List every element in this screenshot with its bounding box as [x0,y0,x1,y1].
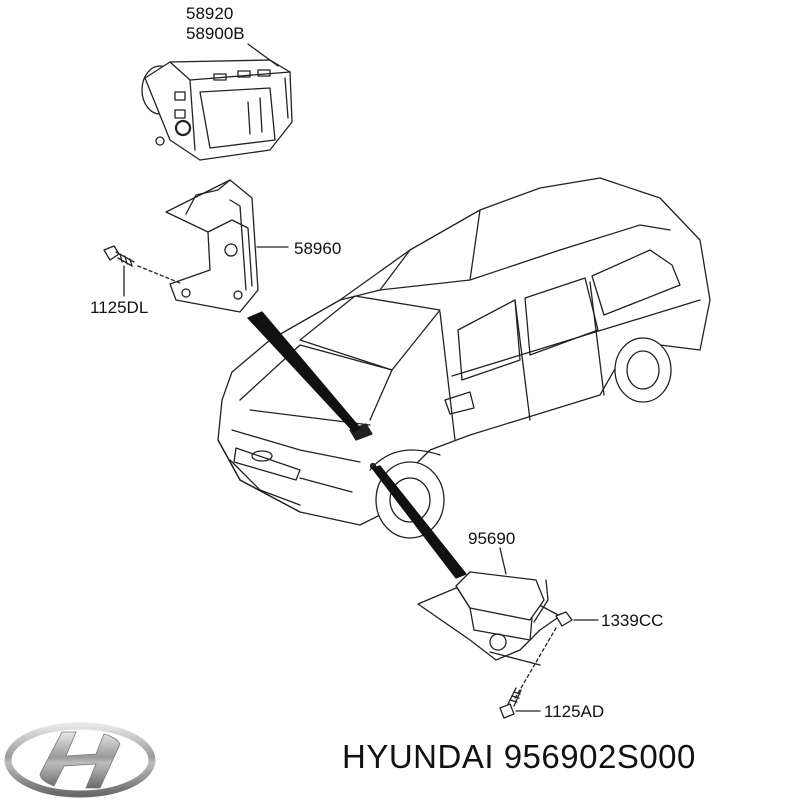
hyundai-logo-icon [4,722,156,803]
callout-95690: 95690 [468,529,516,548]
leader-sensor [499,547,507,575]
callout-1339cc: 1339CC [601,611,664,630]
callout-58960: 58960 [294,239,342,258]
bolt-1125dl-illustration [103,245,135,267]
pointer-to-sensor [371,465,467,579]
bolt-1125ad-illustration [499,687,522,719]
bolt-dash-line [137,265,181,284]
nut-dash-line [513,627,557,701]
callout-1125ad: 1125AD [544,702,605,721]
bracket-illustration [165,179,259,313]
part-number: 956902S000 [503,738,696,775]
part-caption: HYUNDAI 956902S000 [342,740,696,773]
yaw-rate-sensor-illustration [417,571,561,666]
brand-name: HYUNDAI [342,738,495,775]
vehicle-illustration [217,177,711,539]
callout-58900b: 58900B [186,24,245,43]
callout-1125dl: 1125DL [90,298,149,317]
callout-58920: 58920 [186,4,234,23]
nut-1339cc-illustration [555,611,573,627]
abs-module-illustration [141,59,293,161]
leader-hecu [247,43,279,67]
pointer-to-hecu [247,311,361,433]
